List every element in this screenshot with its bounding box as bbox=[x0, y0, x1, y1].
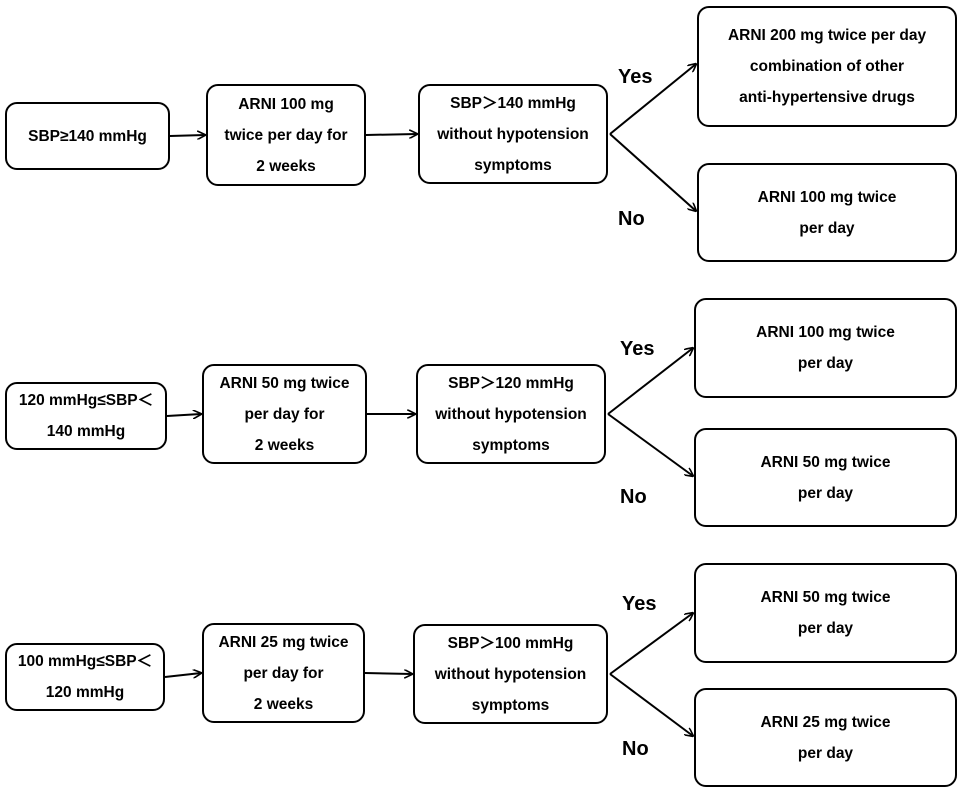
row-1-no-result-box: ARNI 100 mg twice per day bbox=[697, 163, 957, 262]
row-1-yes-result-box-line: ARNI 200 mg twice per day bbox=[727, 27, 927, 44]
row-2-bp-check-box-line: without hypotension bbox=[435, 405, 587, 423]
row-1-arrow-no bbox=[609, 133, 696, 211]
row-1-no-result-box-line: ARNI 100 mg twice bbox=[757, 188, 897, 206]
row-3-bp-check-box: SBP＞100 mmHg without hypotension symptoms bbox=[413, 624, 608, 724]
row-1-bp-check-box-line: symptoms bbox=[474, 156, 552, 174]
row-2-yes-result-box-line: ARNI 100 mg twice bbox=[756, 324, 895, 341]
row-3-condition-box-line: 120 mmHg bbox=[45, 684, 125, 701]
row-2-yes-result-box: ARNI 100 mg twice per day bbox=[694, 298, 957, 398]
row-1-bp-check-box: SBP＞140 mmHg without hypotension symptoms bbox=[418, 84, 608, 184]
row-3-bp-check-box-line: without hypotension bbox=[434, 665, 587, 683]
row-3-arrow-no bbox=[609, 673, 693, 736]
row-2-arrow-condition-to-initial bbox=[166, 414, 201, 416]
row-3-no-result-box-line: ARNI 25 mg twice bbox=[760, 713, 891, 731]
row-3-yes-result-box-line: ARNI 50 mg twice bbox=[760, 589, 891, 606]
row-2-bp-check-box: SBP＞120 mmHg without hypotension symptoms bbox=[416, 364, 606, 464]
row-2-initial-dose-box: ARNI 50 mg twice per day for 2 weeks bbox=[202, 364, 367, 464]
row-3-yes-label: Yes bbox=[622, 593, 657, 615]
row-2-bp-check-box-line: SBP＞120 mmHg bbox=[448, 374, 574, 392]
row-1-yes-label: Yes bbox=[618, 66, 653, 88]
row-3-initial-dose-box: ARNI 25 mg twice per day for 2 weeks bbox=[202, 623, 365, 723]
row-1-arrow-condition-to-initial bbox=[169, 135, 205, 136]
row-2-yes-result-box-line: per day bbox=[797, 355, 854, 372]
row-3-bp-check-box-line: symptoms bbox=[471, 696, 550, 714]
row-1-condition-box-line: SBP≥140 mmHg bbox=[28, 127, 147, 145]
row-1-initial-dose-box-line: 2 weeks bbox=[256, 157, 316, 175]
row-3-initial-dose-box-line: 2 weeks bbox=[253, 695, 314, 713]
row-2-yes-label: Yes bbox=[620, 338, 655, 360]
row-2-initial-dose-box-line: per day for bbox=[244, 405, 325, 423]
row-1-yes-result-box-line: anti-hypertensive drugs bbox=[739, 89, 915, 106]
row-2-arrow-yes bbox=[607, 348, 693, 415]
row-3-no-result-box: ARNI 25 mg twice per day bbox=[694, 688, 957, 787]
row-3-yes-result-box: ARNI 50 mg twice per day bbox=[694, 563, 957, 663]
row-3-bp-check-box-line: SBP＞100 mmHg bbox=[447, 634, 574, 652]
row-1-no-result-box-line: per day bbox=[799, 219, 855, 237]
row-1-initial-dose-box-line: twice per day for bbox=[224, 126, 348, 144]
row-1-initial-dose-box-line: ARNI 100 mg bbox=[238, 95, 334, 113]
row-1-condition-box: SBP≥140 mmHg bbox=[5, 102, 170, 170]
row-2-no-result-box-line: per day bbox=[797, 484, 854, 502]
row-3-yes-result-box-line: per day bbox=[797, 620, 854, 637]
row-3-condition-box: 100 mmHg≤SBP＜ 120 mmHg bbox=[5, 643, 165, 711]
row-1-yes-result-box-line: combination of other bbox=[749, 58, 905, 75]
row-3-arrow-initial-to-check bbox=[364, 673, 412, 674]
row-2-condition-box: 120 mmHg≤SBP＜ 140 mmHg bbox=[5, 382, 167, 450]
row-2-arrow-no bbox=[607, 413, 693, 476]
row-3-arrow-yes bbox=[609, 613, 693, 675]
row-1-arrow-initial-to-check bbox=[365, 134, 417, 135]
row-1-initial-dose-box: ARNI 100 mg twice per day for 2 weeks bbox=[206, 84, 366, 186]
row-2-condition-box-line: 120 mmHg≤SBP＜ bbox=[18, 392, 154, 409]
row-2-bp-check-box-line: symptoms bbox=[472, 436, 550, 454]
row-1-bp-check-box-line: SBP＞140 mmHg bbox=[450, 94, 576, 112]
row-3-no-label: No bbox=[622, 738, 649, 760]
row-1-bp-check-box-line: without hypotension bbox=[437, 125, 589, 143]
row-1-arrow-yes bbox=[609, 64, 696, 135]
row-2-no-result-box: ARNI 50 mg twice per day bbox=[694, 428, 957, 527]
row-3-condition-box-line: 100 mmHg≤SBP＜ bbox=[17, 653, 153, 670]
row-2-no-result-box-line: ARNI 50 mg twice bbox=[760, 453, 891, 471]
row-2-initial-dose-box-line: 2 weeks bbox=[254, 436, 315, 454]
row-3-no-result-box-line: per day bbox=[797, 744, 854, 762]
row-2-initial-dose-box-line: ARNI 50 mg twice bbox=[219, 374, 350, 392]
row-3-initial-dose-box-line: per day for bbox=[243, 664, 324, 682]
row-2-condition-box-line: 140 mmHg bbox=[46, 423, 126, 440]
row-2-no-label: No bbox=[620, 486, 647, 508]
row-3-initial-dose-box-line: ARNI 25 mg twice bbox=[218, 633, 349, 651]
row-3-arrow-condition-to-initial bbox=[164, 673, 201, 677]
row-1-no-label: No bbox=[618, 208, 645, 230]
row-1-yes-result-box: ARNI 200 mg twice per day combination of … bbox=[697, 6, 957, 127]
